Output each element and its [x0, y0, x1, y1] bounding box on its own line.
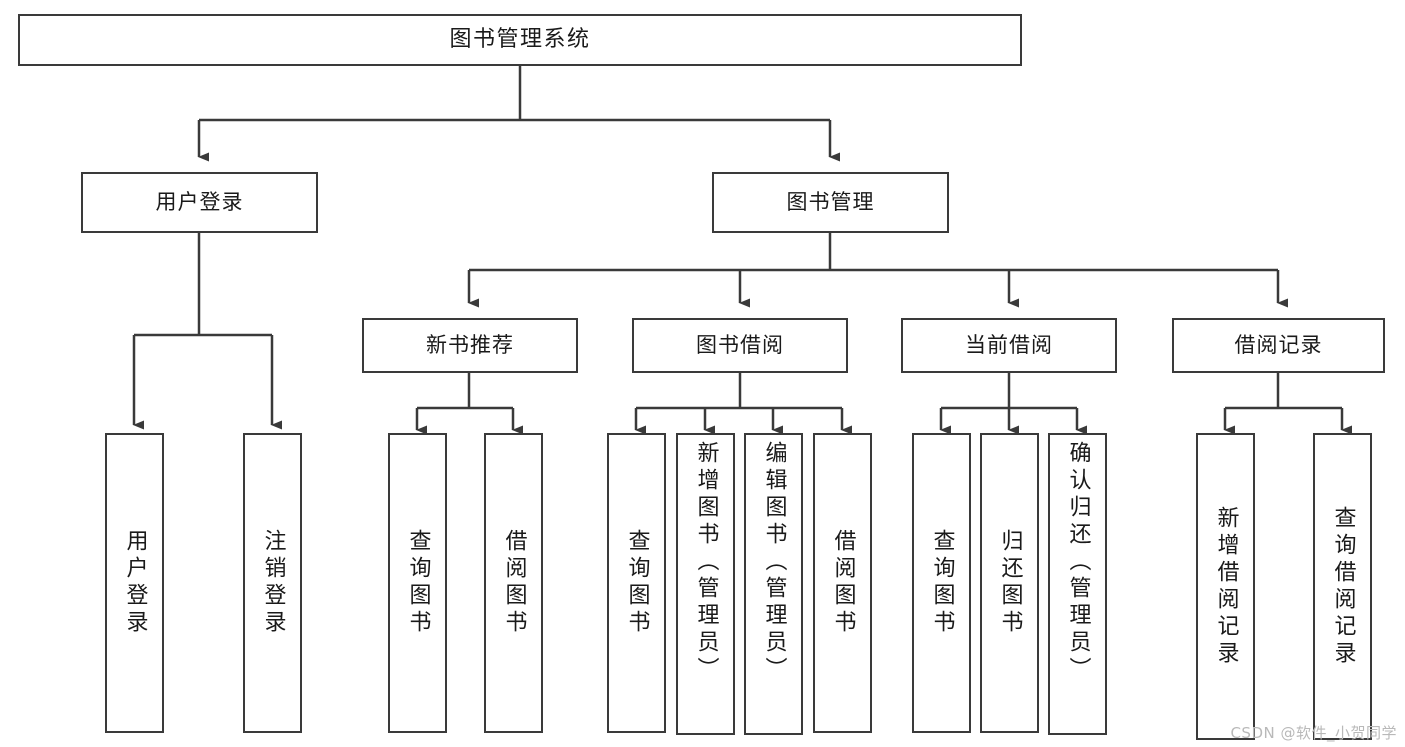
node-leaf-edit-book-label: 编辑图书（管理员） — [761, 441, 787, 684]
node-leaf-user-logout[interactable]: 注销登录 — [243, 433, 302, 733]
node-leaf-add-record[interactable]: 新增借阅记录 — [1196, 433, 1255, 740]
node-leaf-query-record[interactable]: 查询借阅记录 — [1313, 433, 1372, 740]
node-leaf-query-book-1[interactable]: 查询图书 — [388, 433, 447, 733]
node-leaf-query-record-label: 查询借阅记录 — [1330, 505, 1356, 668]
node-current-borrow[interactable]: 当前借阅 — [901, 318, 1117, 373]
node-leaf-confirm-return[interactable]: 确认归还（管理员） — [1048, 433, 1107, 735]
node-leaf-confirm-return-label: 确认归还（管理员） — [1065, 441, 1091, 684]
node-leaf-query-book-1-label: 查询图书 — [405, 529, 431, 637]
node-borrow-record[interactable]: 借阅记录 — [1172, 318, 1385, 373]
node-new-book-recommend[interactable]: 新书推荐 — [362, 318, 578, 373]
node-leaf-return-book-label: 归还图书 — [997, 529, 1023, 637]
node-leaf-user-login[interactable]: 用户登录 — [105, 433, 164, 733]
node-borrow-record-label: 借阅记录 — [1234, 333, 1323, 358]
node-book-manage-label: 图书管理 — [786, 190, 875, 215]
node-leaf-add-book[interactable]: 新增图书（管理员） — [676, 433, 735, 735]
node-leaf-add-book-label: 新增图书（管理员） — [693, 441, 719, 684]
node-leaf-user-logout-label: 注销登录 — [260, 529, 286, 637]
node-user-login-label: 用户登录 — [155, 190, 244, 215]
node-root-label: 图书管理系统 — [449, 27, 591, 53]
node-leaf-borrow-book-1[interactable]: 借阅图书 — [484, 433, 543, 733]
node-leaf-edit-book[interactable]: 编辑图书（管理员） — [744, 433, 803, 735]
node-root[interactable]: 图书管理系统 — [18, 14, 1022, 66]
node-new-book-recommend-label: 新书推荐 — [426, 333, 514, 358]
node-book-borrow[interactable]: 图书借阅 — [632, 318, 848, 373]
node-book-borrow-label: 图书借阅 — [696, 333, 784, 358]
node-leaf-borrow-book-2[interactable]: 借阅图书 — [813, 433, 872, 733]
node-leaf-user-login-label: 用户登录 — [122, 529, 148, 637]
node-leaf-borrow-book-1-label: 借阅图书 — [501, 529, 527, 637]
node-leaf-query-book-2[interactable]: 查询图书 — [607, 433, 666, 733]
node-leaf-query-book-2-label: 查询图书 — [624, 529, 650, 637]
watermark-text: CSDN @软件_小贺同学 — [1230, 724, 1397, 742]
node-leaf-query-book-3-label: 查询图书 — [929, 529, 955, 637]
node-leaf-add-record-label: 新增借阅记录 — [1213, 505, 1239, 668]
node-leaf-borrow-book-2-label: 借阅图书 — [830, 529, 856, 637]
node-current-borrow-label: 当前借阅 — [965, 333, 1053, 358]
node-leaf-query-book-3[interactable]: 查询图书 — [912, 433, 971, 733]
node-book-manage[interactable]: 图书管理 — [712, 172, 949, 233]
node-leaf-return-book[interactable]: 归还图书 — [980, 433, 1039, 733]
node-user-login[interactable]: 用户登录 — [81, 172, 318, 233]
